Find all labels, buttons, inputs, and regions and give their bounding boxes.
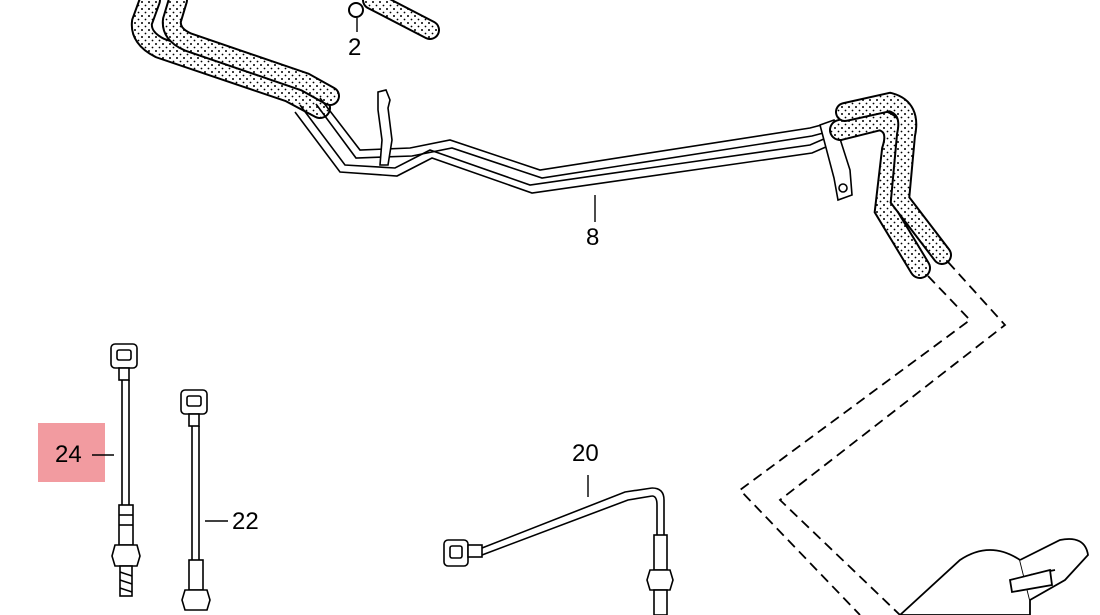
short-hose-top xyxy=(348,0,440,40)
bracket-right xyxy=(819,118,853,202)
callout-leaders xyxy=(92,18,596,522)
rigid-pipes xyxy=(294,97,843,194)
callout-22[interactable]: 22 xyxy=(232,508,259,535)
highlight-box[interactable] xyxy=(38,423,105,482)
callout-24[interactable]: 24 xyxy=(55,441,82,468)
exhaust-silencer xyxy=(898,538,1089,615)
sensor-cable-20[interactable] xyxy=(443,487,674,615)
sensor-cable-24[interactable] xyxy=(110,343,141,597)
upper-hose-right xyxy=(829,91,952,279)
callout-2[interactable]: 2 xyxy=(348,34,362,61)
callout-20[interactable]: 20 xyxy=(572,440,599,467)
upper-hose-left xyxy=(130,0,340,119)
dashed-route xyxy=(738,261,1007,615)
sensor-cable-22[interactable] xyxy=(180,389,211,611)
bracket-left xyxy=(377,89,393,166)
callout-8[interactable]: 8 xyxy=(586,224,600,251)
